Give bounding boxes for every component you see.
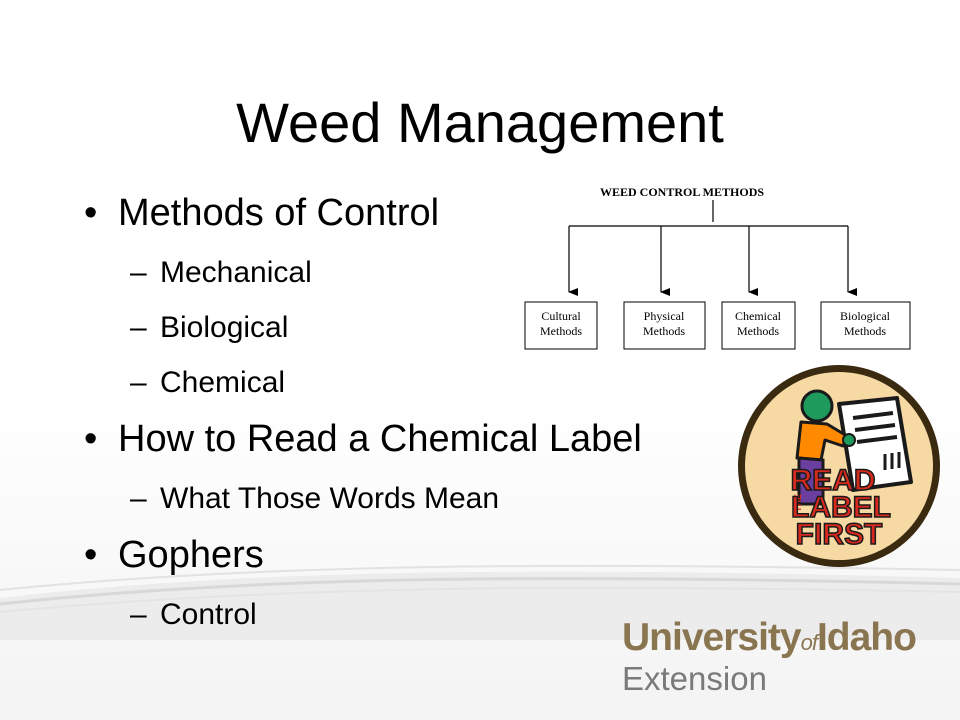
sub-bullet: –Biological xyxy=(82,310,722,346)
diagram-box-physical: Physical Methods xyxy=(623,301,706,350)
dash: – xyxy=(130,482,147,515)
read-the-label-first-logo: READ THE LABEL FIRST xyxy=(738,365,940,567)
bullet-methods-of-control: Methods of Control xyxy=(82,190,722,236)
first-text: FIRST xyxy=(796,518,883,551)
logo-university: University xyxy=(622,616,802,659)
dash: – xyxy=(130,256,147,289)
box-label-line1: Cultural xyxy=(541,309,581,323)
bullet-gophers: Gophers xyxy=(82,532,722,578)
sub-bullet: –Control xyxy=(82,597,722,633)
dash: – xyxy=(130,366,147,399)
box-label-line2: Methods xyxy=(844,324,886,338)
sub-bullet-text: Mechanical xyxy=(160,256,312,289)
logo-university-line: UniversityofIdaho xyxy=(622,618,922,663)
sub-bullet-text: Control xyxy=(160,598,257,631)
diagram-connectors xyxy=(568,200,857,296)
diagram-box-chemical: Chemical Methods xyxy=(721,301,796,350)
sub-bullet-text: What Those Words Mean xyxy=(160,482,500,515)
sub-bullet-text: Biological xyxy=(160,311,289,344)
box-label-line1: Biological xyxy=(840,309,891,323)
box-label-line2: Methods xyxy=(643,324,685,338)
sub-bullet-text: Chemical xyxy=(160,366,286,399)
the-text: THE xyxy=(793,494,803,512)
weed-control-methods-diagram: WEED CONTROL METHODS Cultural Methods Ph… xyxy=(524,185,911,350)
box-label-line1: Physical xyxy=(644,309,685,323)
diagram-box-biological: Biological Methods xyxy=(820,301,911,350)
dash: – xyxy=(130,598,147,631)
bullet-list: Methods of Control –Mechanical –Biologic… xyxy=(82,190,722,633)
box-label-line2: Methods xyxy=(540,324,582,338)
sub-bullet: –Chemical xyxy=(82,365,722,401)
document-icon xyxy=(837,396,913,492)
read-text: READ xyxy=(790,464,875,497)
box-label-line1: Chemical xyxy=(735,309,782,323)
logo-idaho: Idaho xyxy=(816,616,917,659)
reader-figure-icon xyxy=(795,389,856,506)
box-label-line2: Methods xyxy=(737,324,779,338)
diagram-box-cultural: Cultural Methods xyxy=(524,301,598,350)
slide-title: Weed Management xyxy=(236,91,724,154)
logo-of: of xyxy=(800,630,818,655)
diagram-heading: WEED CONTROL METHODS xyxy=(600,185,764,199)
logo-extension: Extension xyxy=(622,660,767,697)
label-text: LABEL xyxy=(791,491,891,524)
bullet-chemical-label: How to Read a Chemical Label xyxy=(82,416,722,462)
university-of-idaho-extension-logo: UniversityofIdaho Extension xyxy=(622,618,922,697)
sub-bullet: –Mechanical xyxy=(82,255,722,291)
sub-bullet: –What Those Words Mean xyxy=(82,481,722,517)
dash: – xyxy=(130,311,147,344)
